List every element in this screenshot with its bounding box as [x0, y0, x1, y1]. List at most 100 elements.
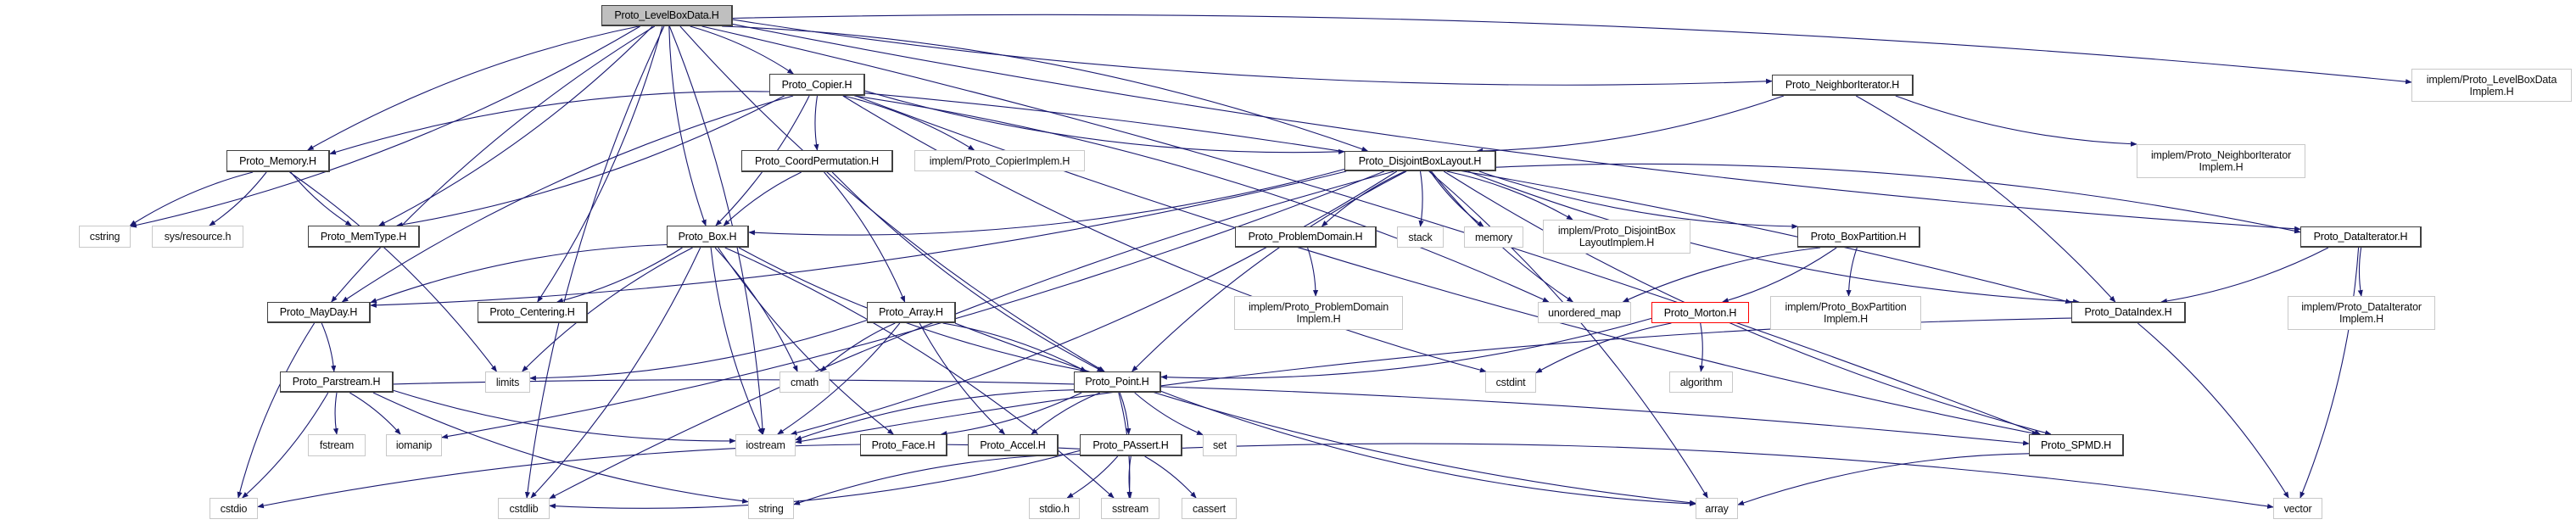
node-problemdomain[interactable]: Proto_ProblemDomain.H	[1235, 226, 1377, 248]
node-parstream[interactable]: Proto_Parstream.H	[280, 371, 394, 393]
node-memtype[interactable]: Proto_MemType.H	[308, 226, 420, 248]
node-stack: stack	[1397, 226, 1444, 248]
node-label: implem/Proto_NeighborIterator Implem.H	[2150, 149, 2292, 173]
node-label: Proto_DataIndex.H	[2084, 306, 2172, 318]
edge-passert-to-vector	[1182, 443, 2274, 509]
node-cstdlib: cstdlib	[498, 498, 550, 519]
edge-neighboriterator-to-disjointboxlayout	[1476, 95, 1785, 154]
node-mayday[interactable]: Proto_MayDay.H	[267, 302, 371, 323]
node-point[interactable]: Proto_Point.H	[1074, 371, 1161, 393]
edge-parstream-to-spmd	[393, 379, 2030, 446]
node-label: implem/Proto_ProblemDomain Implem.H	[1248, 301, 1389, 325]
node-fstream: fstream	[308, 434, 366, 456]
edge-levelboxdata-to-cstring	[130, 25, 640, 228]
node-centering[interactable]: Proto_Centering.H	[478, 302, 588, 323]
edge-box-to-mayday	[370, 243, 668, 304]
node-passert[interactable]: Proto_PAssert.H	[1080, 434, 1182, 456]
edge-copier-to-cstdint	[842, 95, 1487, 373]
edge-memory-h-to-sysresource	[209, 171, 267, 226]
node-label: Proto_DataIterator.H	[2313, 231, 2408, 243]
edge-point-to-set	[1134, 392, 1204, 436]
edge-disjointboxlayout-to-iostream	[790, 170, 1398, 436]
node-sstream: sstream	[1101, 498, 1159, 519]
node-label: Proto_ProblemDomain.H	[1248, 231, 1363, 243]
node-label: sstream	[1111, 502, 1149, 515]
node-neighboriterator[interactable]: Proto_NeighborIterator.H	[1772, 75, 1914, 96]
node-string: string	[748, 498, 794, 519]
node-morton[interactable]: Proto_Morton.H	[1651, 302, 1749, 323]
edge-coordpermutation-to-box	[723, 171, 802, 226]
edge-levelboxdata-to-cstdlib	[524, 25, 665, 499]
node-label: implem/Proto_CopierImplem.H	[929, 154, 1070, 167]
node-disjointboxlayout[interactable]: Proto_DisjointBoxLayout.H	[1344, 151, 1496, 171]
edge-copier-to-memory-h	[329, 91, 770, 155]
edge-box-to-limits	[522, 247, 693, 372]
edge-levelboxdata-to-memory-h	[307, 25, 640, 151]
edge-passert-to-cstdlib	[549, 450, 1081, 509]
node-array-h[interactable]: Proto_Array.H	[867, 302, 956, 323]
node-sysresource: sys/resource.h	[152, 226, 243, 248]
node-vector: vector	[2273, 498, 2322, 519]
node-label: Proto_Accel.H	[980, 438, 1046, 451]
node-label: Proto_Centering.H	[489, 306, 575, 318]
node-label: limits	[495, 376, 520, 388]
edge-copier-to-unordered-map	[854, 95, 1550, 303]
node-levelboxdata[interactable]: Proto_LevelBoxData.H	[601, 5, 733, 26]
edge-coordpermutation-to-point	[831, 171, 1104, 372]
node-label: implem/Proto_DisjointBox LayoutImplem.H	[1557, 225, 1676, 249]
edge-passert-to-sstream	[1126, 455, 1132, 499]
node-unordered-map: unordered_map	[1538, 302, 1631, 323]
edge-boxpartition-to-morton	[1722, 247, 1837, 304]
edge-disjointboxlayout-to-iomanip	[441, 170, 1385, 439]
node-label: Proto_LevelBoxData.H	[614, 9, 719, 21]
node-label: stdio.h	[1039, 502, 1070, 515]
node-accel[interactable]: Proto_Accel.H	[968, 434, 1059, 456]
edge-point-to-passert	[1119, 392, 1132, 435]
node-label: cassert	[1193, 502, 1226, 515]
node-neighboriteratorimplem: implem/Proto_NeighborIterator Implem.H	[2137, 144, 2305, 178]
node-label: unordered_map	[1548, 306, 1621, 319]
node-label: cstring	[89, 231, 120, 243]
node-label: algorithm	[1679, 376, 1723, 388]
edge-disjointboxlayout-to-box	[748, 168, 1345, 236]
node-label: implem/Proto_DataIterator Implem.H	[2301, 301, 2422, 325]
node-dataiteratorimplem: implem/Proto_DataIterator Implem.H	[2288, 296, 2435, 330]
edge-point-to-face	[940, 392, 1082, 437]
edge-disjointboxlayout-to-array	[1428, 170, 1708, 499]
node-memory-h[interactable]: Proto_Memory.H	[226, 150, 330, 172]
edge-box-to-face	[718, 247, 894, 435]
node-copier[interactable]: Proto_Copier.H	[769, 74, 865, 96]
node-set: set	[1203, 434, 1237, 456]
node-label: implem/Proto_BoxPartition Implem.H	[1785, 301, 1907, 325]
node-algorithm: algorithm	[1669, 371, 1733, 393]
node-disjointboxlayoutimplem: implem/Proto_DisjointBox LayoutImplem.H	[1543, 220, 1690, 254]
node-dataindex[interactable]: Proto_DataIndex.H	[2071, 302, 2186, 323]
node-boxpartition[interactable]: Proto_BoxPartition.H	[1797, 226, 1920, 248]
edge-levelboxdata-to-mayday	[331, 25, 656, 303]
node-label: Proto_Parstream.H	[292, 376, 381, 388]
edge-levelboxdata-to-memtype	[378, 25, 653, 226]
edge-memory-h-to-cstring	[129, 171, 254, 226]
edge-coordpermutation-to-array-h	[824, 171, 906, 303]
node-coordpermutation[interactable]: Proto_CoordPermutation.H	[741, 150, 893, 172]
node-dataiterator[interactable]: Proto_DataIterator.H	[2300, 226, 2422, 248]
edge-morton-to-point	[1160, 317, 1652, 380]
node-box[interactable]: Proto_Box.H	[667, 226, 749, 248]
edge-boxpartition-to-unordered-map	[1622, 247, 1821, 303]
edge-problemdomain-to-problemdomainimplem	[1307, 247, 1319, 297]
edge-spmd-to-array	[1737, 453, 2030, 505]
node-face[interactable]: Proto_Face.H	[860, 434, 947, 456]
node-boxpartitionimplem: implem/Proto_BoxPartition Implem.H	[1770, 296, 1921, 330]
node-label: Proto_NeighborIterator.H	[1785, 79, 1900, 91]
edge-box-to-point	[738, 247, 1089, 373]
edge-parstream-to-iostream	[393, 389, 736, 444]
node-label: fstream	[319, 439, 355, 451]
node-label: Proto_Morton.H	[1663, 306, 1737, 319]
edge-disjointboxlayout-to-mayday	[370, 170, 1347, 308]
edge-copier-to-coordpermutation	[813, 95, 819, 151]
node-label: Proto_BoxPartition.H	[1810, 231, 1907, 243]
node-label: memory	[1475, 231, 1512, 243]
edge-boxpartition-to-boxpartitionimplem	[1846, 247, 1858, 297]
edge-levelboxdata-to-levelboxdataimplem	[732, 14, 2412, 85]
node-spmd[interactable]: Proto_SPMD.H	[2029, 434, 2124, 456]
